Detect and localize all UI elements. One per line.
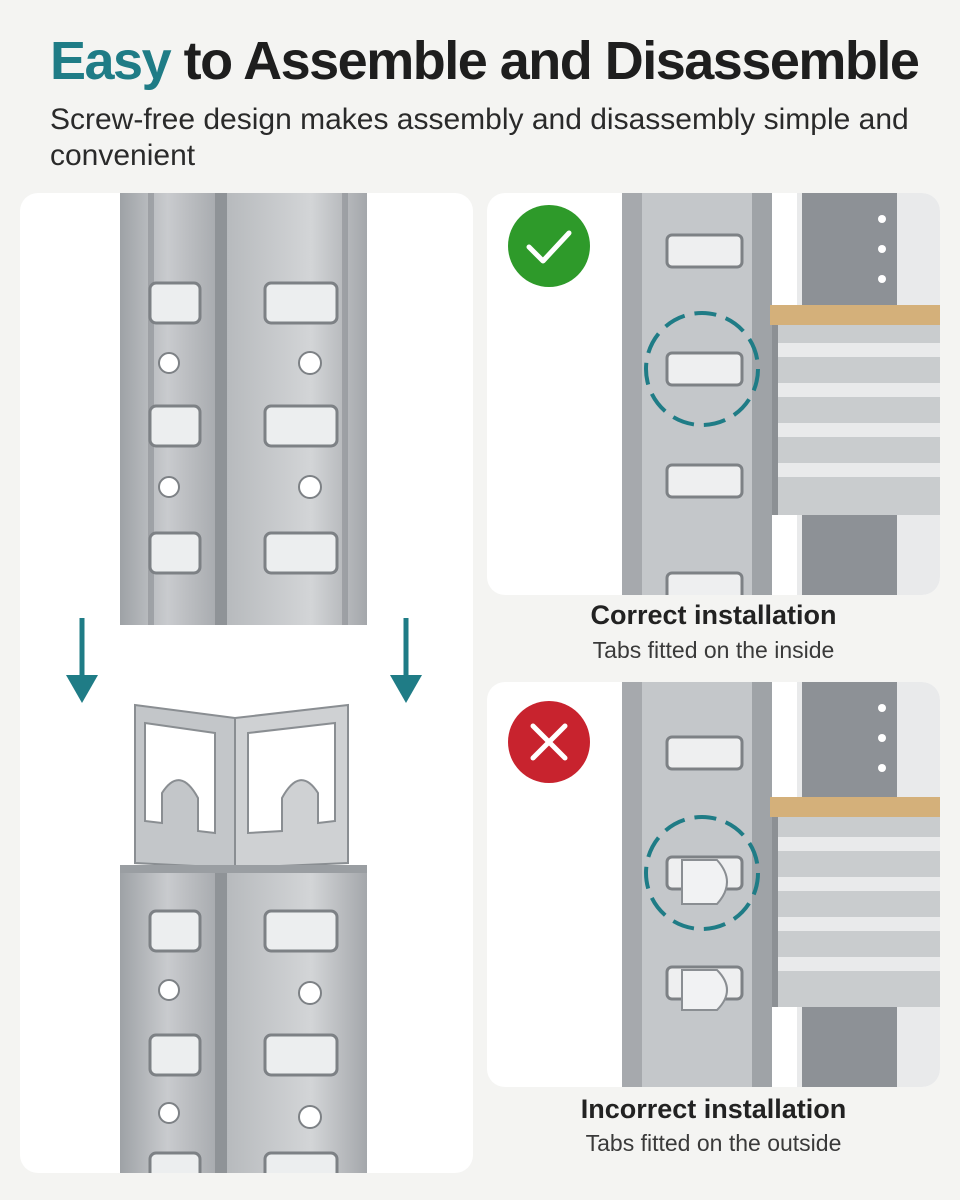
highlight-ring: [644, 815, 760, 931]
page-subtitle: Screw-free design makes assembly and dis…: [50, 103, 909, 172]
check-icon: [508, 205, 590, 287]
shelf-beam: [772, 817, 940, 1007]
upright-assembly-image: [66, 193, 422, 1173]
highlight-ring: [644, 311, 760, 427]
title-accent: Easy: [50, 31, 172, 91]
incorrect-installation-panel: [487, 682, 940, 1087]
incorrect-installation-image: [508, 682, 940, 1087]
correct-installation-panel: [487, 193, 940, 595]
page-title: Easy to Assemble and Disassemble: [50, 30, 920, 92]
connector-tabs: [134, 703, 349, 870]
incorrect-caption-subtitle: Tabs fitted on the outside: [585, 1130, 842, 1156]
cross-icon: [508, 701, 590, 783]
correct-caption-title: Correct installation: [590, 600, 837, 630]
correct-installation-image: [508, 193, 940, 595]
upper-post: [120, 193, 367, 625]
incorrect-caption-title: Incorrect installation: [580, 1094, 847, 1124]
down-arrow-right-icon: [390, 618, 422, 703]
shelf-beam: [772, 325, 940, 515]
down-arrow-left-icon: [66, 618, 98, 703]
assembly-illustration-panel: [20, 193, 473, 1173]
title-rest: to Assemble and Disassemble: [170, 31, 920, 91]
correct-caption-subtitle: Tabs fitted on the inside: [592, 637, 835, 663]
lower-post: [120, 865, 367, 1173]
